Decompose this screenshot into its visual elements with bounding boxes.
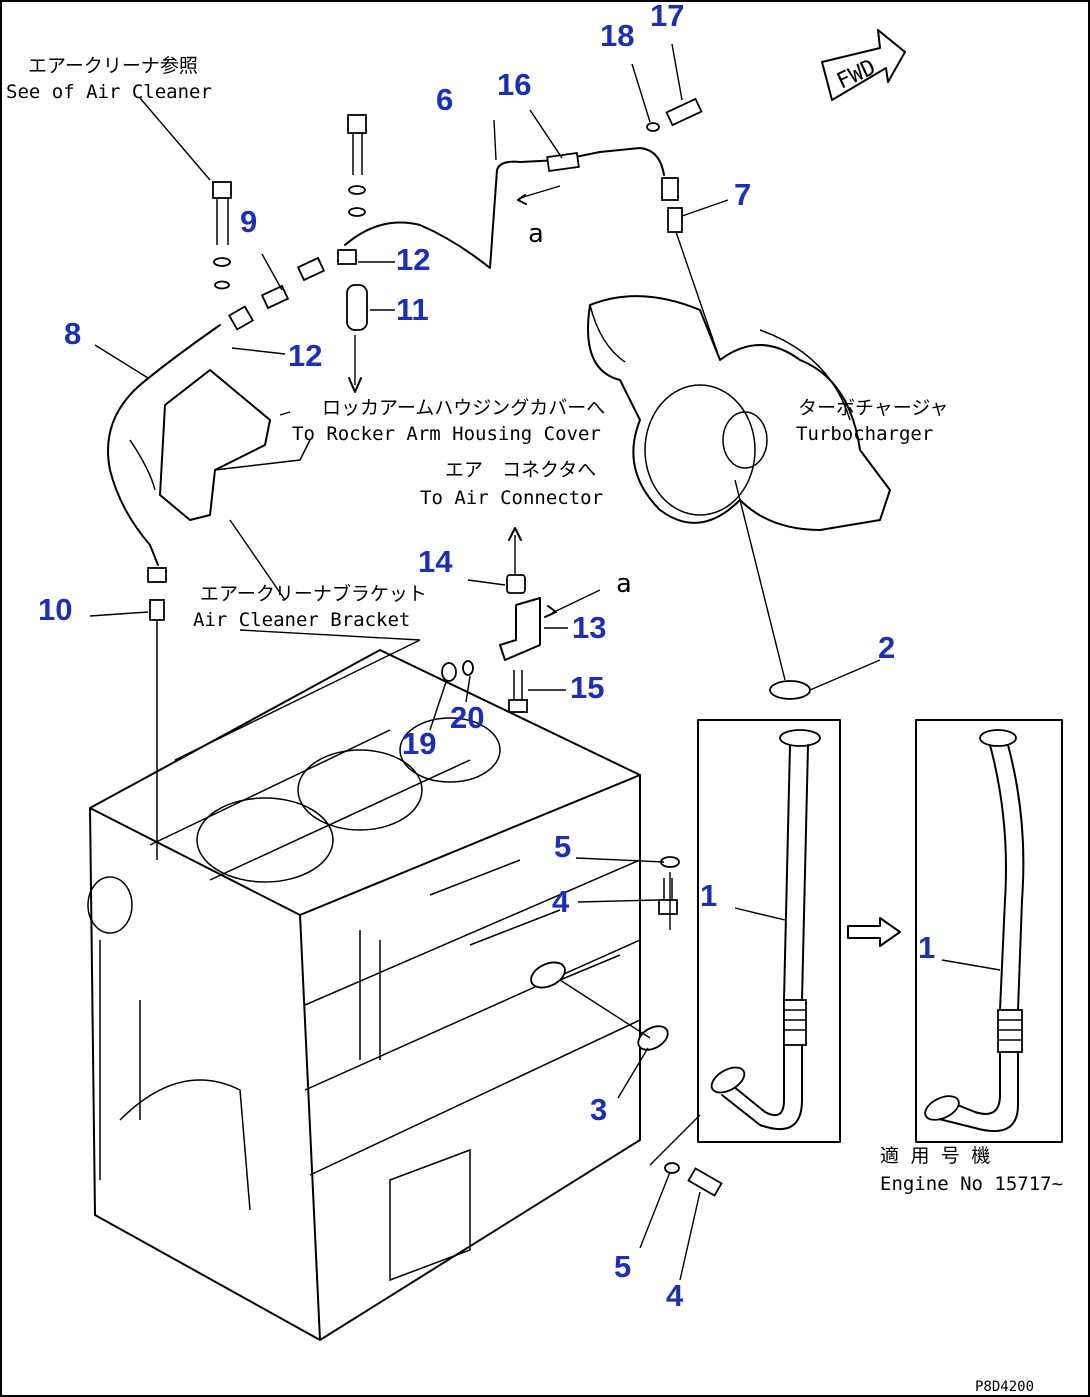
note-bracket-en: Air Cleaner Bracket <box>193 609 410 631</box>
oil-pipe-6 <box>344 147 665 269</box>
arrow-head-rocker <box>348 377 362 393</box>
view-marker-upper: a <box>528 219 544 249</box>
nut-14 <box>506 574 526 594</box>
view-marker-lower: a <box>616 569 632 599</box>
callout-9: 9 <box>240 204 257 239</box>
washer-5b <box>664 1162 680 1174</box>
fwd-label: FWD <box>833 55 880 94</box>
turbocharger <box>587 295 891 531</box>
callout-17: 17 <box>650 0 684 33</box>
note-bracket-jp: エアークリーナブラケット <box>200 582 427 605</box>
leader-lines <box>89 43 1001 1281</box>
callout-4-upper: 4 <box>552 884 570 919</box>
note-turbo-jp: ターボチャージャ <box>798 397 948 419</box>
note-turbo-en: Turbocharger <box>796 423 933 445</box>
bracket-13 <box>499 597 541 661</box>
callout-11: 11 <box>396 292 429 327</box>
callout-18: 18 <box>600 18 634 53</box>
washer-18 <box>646 122 660 132</box>
note-applicable-jp: 適 用 号 機 <box>880 1145 990 1167</box>
fwd-arrow-icon: FWD <box>821 29 906 101</box>
joint-bolt-12 <box>337 249 357 265</box>
arrow-head-air-connector <box>508 527 522 541</box>
note-air-connector-en: To Air Connector <box>420 487 603 509</box>
note-rocker-cover-jp: ロッカアームハウジングカバーへ <box>322 397 605 419</box>
callout-19: 19 <box>402 726 436 761</box>
callout-4-lower: 4 <box>666 1278 684 1313</box>
callout-6: 6 <box>436 82 453 117</box>
engine-block <box>87 649 641 1341</box>
change-arrow-icon <box>847 917 901 947</box>
callout-5-lower: 5 <box>614 1249 631 1284</box>
callout-10: 10 <box>38 592 72 627</box>
note-rocker-cover-en: To Rocker Arm Housing Cover <box>292 423 601 445</box>
bolt-4a <box>658 878 678 915</box>
fitting-7b <box>667 207 683 233</box>
bolt-rocker-cover <box>346 114 368 331</box>
callout-12-upper: 12 <box>396 242 430 277</box>
oil-pipe-8 <box>107 324 221 566</box>
inset-pipe-new <box>915 719 1063 1143</box>
gasket-3 <box>637 1025 669 1051</box>
note-air-connector-jp: エア コネクタへ <box>445 459 596 481</box>
turbo-oil-line <box>675 231 786 681</box>
callout-1-main: 1 <box>700 878 717 913</box>
flange-block <box>530 961 566 989</box>
callout-8: 8 <box>64 316 81 351</box>
clip-19 <box>441 662 457 682</box>
arrow-head-a-lower <box>544 605 557 618</box>
washer-20 <box>462 660 474 676</box>
bolt-air-cleaner <box>212 181 232 290</box>
bolt-4b <box>687 1167 723 1197</box>
callout-2: 2 <box>878 630 895 665</box>
union-9 <box>260 284 290 310</box>
joint-8-end <box>227 305 255 331</box>
callout-13: 13 <box>572 610 606 645</box>
gasket-2 <box>769 680 811 700</box>
callout-20: 20 <box>450 700 484 735</box>
union-9b <box>296 256 326 282</box>
connector-16 <box>546 151 580 173</box>
callout-3: 3 <box>590 1092 607 1127</box>
note-air-cleaner-jp: エアークリーナ参照 <box>28 55 198 77</box>
callout-15: 15 <box>570 670 604 705</box>
inset-pipe-old <box>697 719 841 1143</box>
callout-1-inset: 1 <box>918 930 935 965</box>
bolt-15 <box>508 670 528 713</box>
callout-14: 14 <box>418 544 453 579</box>
fitting-17 <box>665 97 703 127</box>
callout-16: 16 <box>497 67 531 102</box>
note-applicable-en: Engine No 15717~ <box>880 1173 1063 1195</box>
oil-line-10 <box>147 567 167 860</box>
callout-7: 7 <box>734 177 751 212</box>
arrow-head-a-upper <box>517 194 527 205</box>
note-air-cleaner-en: See of Air Cleaner <box>6 81 212 103</box>
fitting-7 <box>661 177 679 201</box>
callout-12-lower: 12 <box>288 338 322 373</box>
callout-5-upper: 5 <box>554 829 571 864</box>
air-cleaner-bracket <box>129 369 311 521</box>
drawing-ref-code: P8D4200 <box>975 1379 1034 1395</box>
